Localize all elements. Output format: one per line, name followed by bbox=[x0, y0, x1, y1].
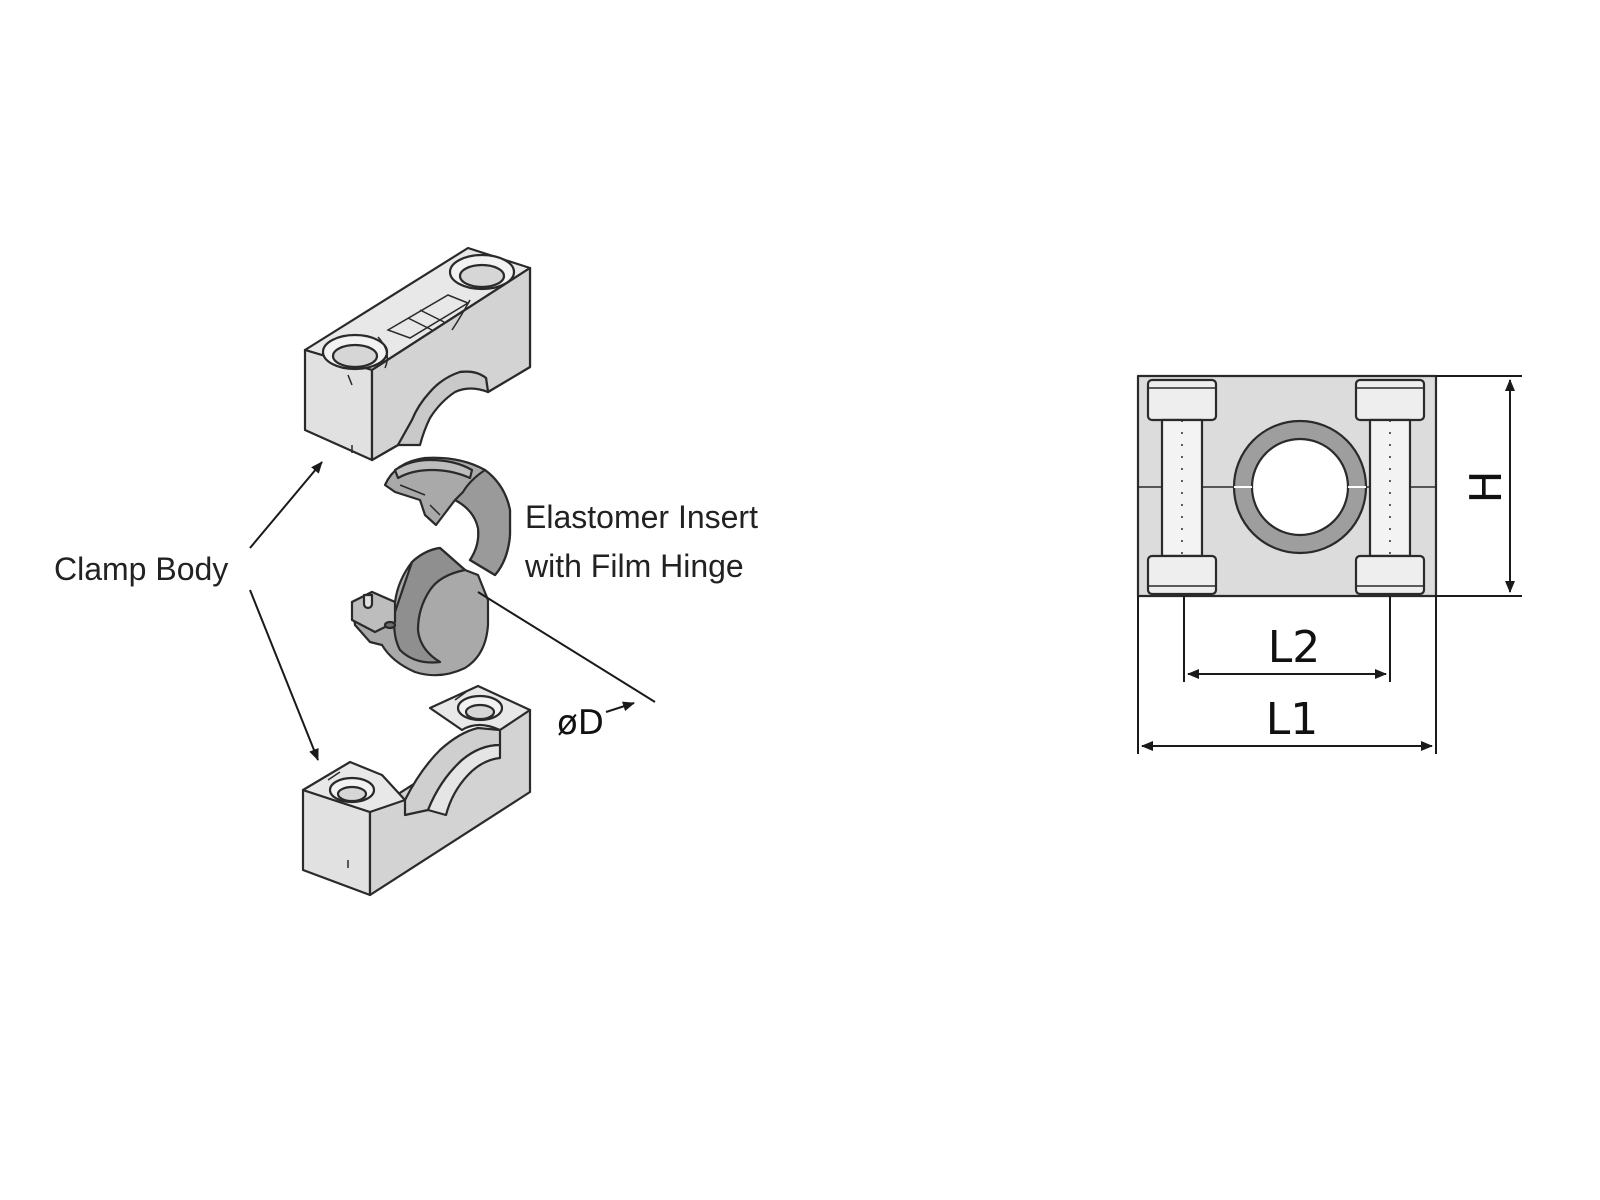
bottom-clamp-body bbox=[301, 684, 532, 897]
insert-lower-half bbox=[350, 546, 490, 677]
exploded-view: Clamp Body Elastomer Insert with Film Hi… bbox=[54, 246, 758, 897]
right-screw bbox=[1354, 378, 1426, 596]
clamp-body-arrow-top bbox=[249, 461, 323, 549]
insert-label-line1: Elastomer Insert bbox=[525, 499, 758, 535]
height-label: H bbox=[1461, 470, 1512, 503]
top-clamp-body bbox=[303, 246, 532, 462]
front-view: H L2 L1 bbox=[1136, 374, 1522, 754]
clamp-body-arrow-bottom bbox=[249, 589, 319, 761]
l1-label: L1 bbox=[1266, 694, 1319, 745]
height-dimension: H bbox=[1436, 375, 1522, 597]
insert-label-line2: with Film Hinge bbox=[524, 548, 744, 584]
pipe-bore bbox=[1250, 437, 1350, 537]
diameter-arrow bbox=[605, 701, 635, 713]
l2-dimension: L2 bbox=[1183, 596, 1391, 682]
l1-dimension: L1 bbox=[1137, 596, 1437, 754]
diameter-leader-line bbox=[477, 591, 656, 703]
l2-label: L2 bbox=[1268, 622, 1321, 673]
diameter-label: øD bbox=[557, 703, 604, 743]
insert-upper-half bbox=[383, 456, 512, 577]
left-screw bbox=[1146, 378, 1218, 596]
clamp-body-label: Clamp Body bbox=[54, 551, 228, 587]
